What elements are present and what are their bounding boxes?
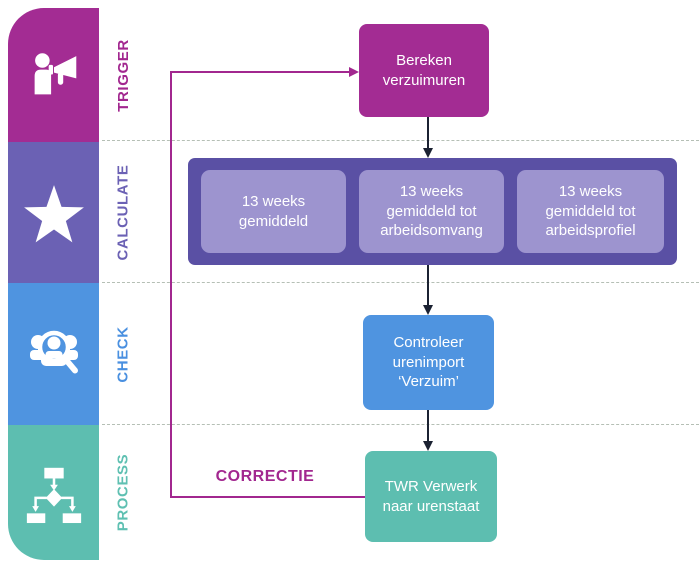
arrowhead-down-icon (423, 441, 433, 451)
lane-check (8, 283, 99, 425)
connector-check-process (427, 410, 429, 443)
lane-process (8, 425, 99, 560)
lane-trigger (8, 8, 99, 142)
feedback-label: CORRECTIE (215, 468, 315, 485)
connector-trigger-calculate (427, 117, 429, 150)
people-magnifier-icon (22, 322, 86, 386)
megaphone-person-icon (23, 44, 85, 106)
lane-label-trigger: TRIGGER (114, 38, 132, 112)
feedback-arrowhead (349, 66, 359, 77)
lane-separator (102, 424, 699, 425)
node-13-weeks-gemiddeld: 13 weeks gemiddeld (201, 170, 346, 253)
arrowhead-down-icon (423, 305, 433, 315)
lane-label-process: PROCESS (114, 453, 132, 532)
node-twr-verwerk: TWR Verwerk naar urenstaat (365, 451, 497, 542)
lane-label-check: CHECK (114, 325, 132, 383)
star-icon (21, 180, 87, 246)
feedback-line-bottom (170, 496, 365, 498)
flowchart-icon (23, 462, 85, 524)
lane-label-calculate: CALCULATE (114, 164, 132, 261)
feedback-line-vertical (170, 71, 172, 498)
lane-calculate (8, 142, 99, 283)
lane-separator (102, 282, 699, 283)
node-13-weeks-gemiddeld-tot-arbeidsprofiel: 13 weeks gemiddeld tot arbeidsprofiel (517, 170, 664, 253)
node-13-weeks-gemiddeld-tot-arbeidsomvang: 13 weeks gemiddeld tot arbeidsomvang (359, 170, 504, 253)
node-bereken-verzuimuren: Bereken verzuimuren (359, 24, 489, 117)
arrowhead-down-icon (423, 148, 433, 158)
feedback-line-top (170, 71, 350, 73)
connector-calculate-check (427, 265, 429, 307)
node-controleer-urenimport: Controleer urenimport ‘Verzuim’ (363, 315, 494, 410)
lane-separator (102, 140, 699, 141)
